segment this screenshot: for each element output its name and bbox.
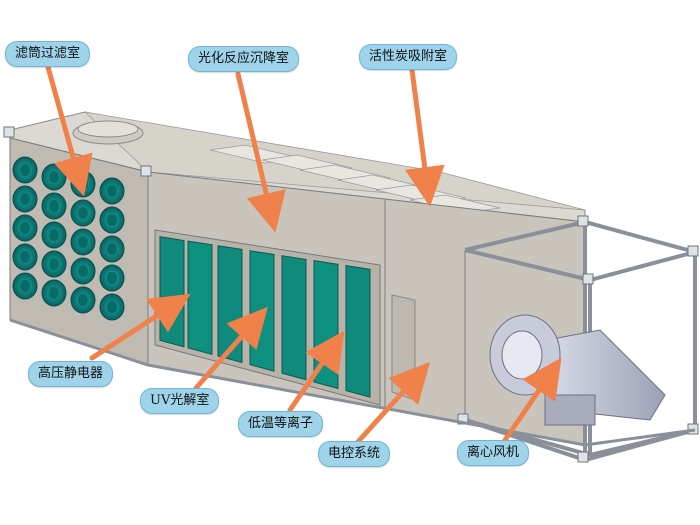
treatment-panel [345, 265, 371, 398]
treatment-panel [187, 240, 213, 356]
callout-arrows [45, 64, 562, 447]
arrow-photo [235, 71, 286, 233]
arrow-fan [502, 357, 562, 443]
arrow-control [353, 361, 431, 447]
arrow-plasma [287, 330, 345, 413]
label-filter-cartridge: 滤筒过滤室 [5, 41, 91, 67]
treatment-panel [159, 236, 185, 348]
arrow-electrostatic [89, 293, 191, 361]
treatment-panel [249, 250, 275, 372]
label-electrostatic: 高压静电器 [28, 361, 114, 387]
treatment-panel [281, 255, 307, 381]
label-uv: UV光解室 [140, 388, 220, 414]
arrow-uv [193, 306, 268, 391]
label-fan: 离心风机 [457, 440, 530, 466]
label-control: 电控系统 [318, 441, 391, 467]
arrow-filter [45, 64, 93, 197]
label-activated-carbon: 活性炭吸附室 [359, 44, 458, 70]
label-photo-oxidation: 光化反应沉降室 [188, 46, 300, 72]
cabinet-top-plate [83, 111, 586, 211]
treatment-panel [217, 245, 243, 364]
arrow-carbon [404, 67, 445, 207]
base-rail [9, 318, 696, 447]
label-plasma: 低温等离子 [238, 411, 324, 437]
